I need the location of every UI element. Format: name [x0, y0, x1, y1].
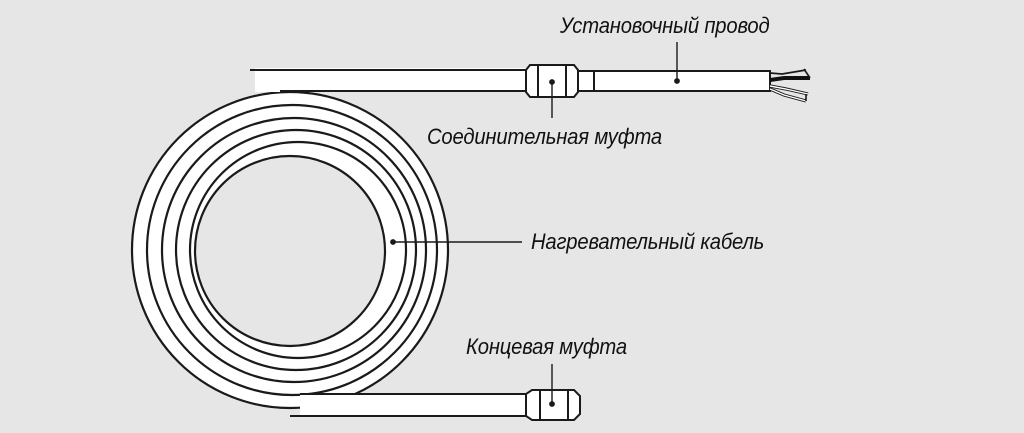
heating-cable-bottom-segment	[290, 393, 532, 417]
leader-dot-lead-wire	[674, 78, 680, 84]
coil-center	[193, 154, 387, 348]
lead-wire	[593, 68, 811, 103]
callout-leaders	[390, 42, 680, 407]
label-lead-wire: Установочный провод	[560, 13, 770, 38]
label-coupling: Соединительная муфта	[427, 124, 662, 149]
heating-cable-coil	[130, 90, 450, 410]
leader-dot-end-cap	[549, 401, 555, 407]
leader-dot-heating-cable	[390, 239, 396, 245]
label-end-cap: Концевая муфта	[466, 334, 627, 359]
label-heating-cable: Нагревательный кабель	[531, 229, 765, 254]
heating-cable-top-segment	[250, 68, 530, 92]
leader-dot-coupling	[549, 79, 555, 85]
coupling-sleeve	[525, 64, 595, 98]
